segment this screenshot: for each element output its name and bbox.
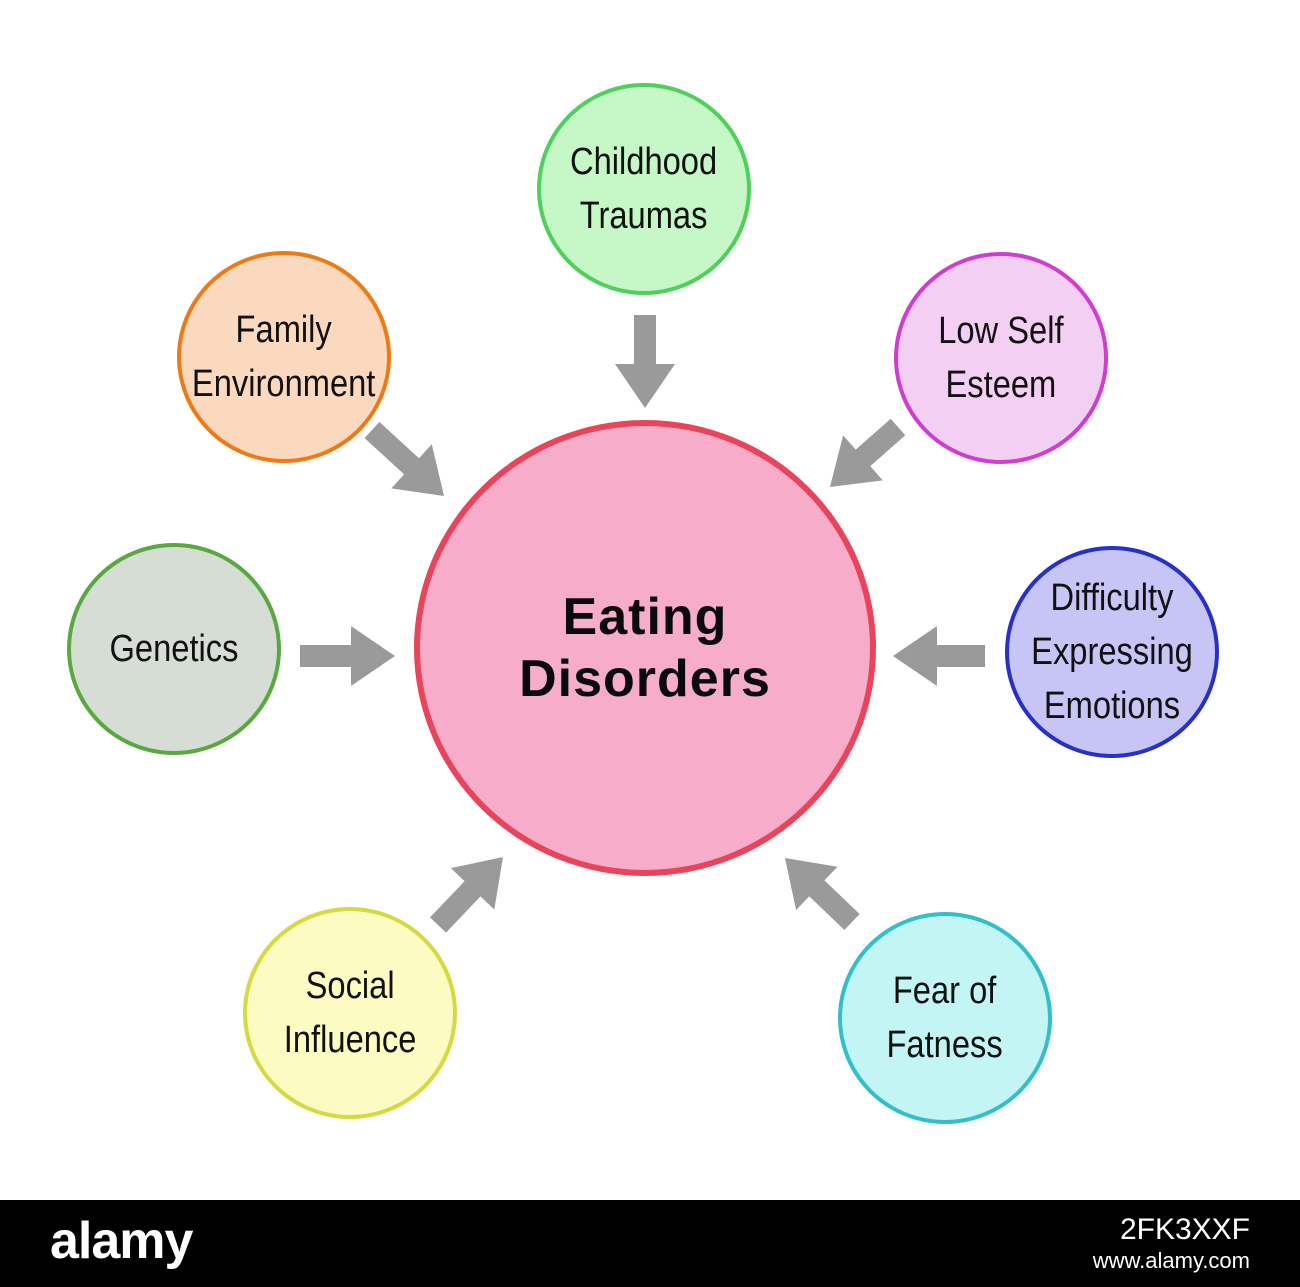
arrow-genetics-to-center bbox=[300, 626, 395, 686]
watermark-url: www.alamy.com bbox=[1092, 1248, 1250, 1273]
factor-node-fear-of-fatness: Fear of Fatness bbox=[838, 912, 1052, 1124]
factor-node-social-influence: Social Influence bbox=[243, 907, 457, 1119]
factor-label: Difficulty Expressing Emotions bbox=[1031, 577, 1193, 727]
center-node-eating-disorders: Eating Disorders bbox=[414, 420, 876, 876]
factor-label: Fear of Fatness bbox=[886, 970, 1004, 1066]
arrow-childhood-traumas-to-center bbox=[615, 315, 675, 408]
factor-node-difficulty-expressing-emotions: Difficulty Expressing Emotions bbox=[1005, 546, 1219, 758]
arrow-fear-of-fatness-to-center bbox=[785, 858, 860, 930]
factor-label: Social Influence bbox=[283, 965, 417, 1061]
factor-node-genetics: Genetics bbox=[67, 543, 281, 755]
arrow-low-self-esteem-to-center bbox=[830, 418, 906, 487]
center-node-label: Eating Disorders bbox=[519, 588, 771, 708]
factor-node-childhood-traumas: Childhood Traumas bbox=[537, 83, 751, 295]
factor-node-family-environment: Family Environment bbox=[177, 251, 391, 463]
factor-label: Family Environment bbox=[192, 309, 376, 405]
diagram-stage: Eating Disorders Childhood Traumas Low S… bbox=[67, 83, 1219, 1124]
image-id: 2FK3XXF bbox=[1119, 1213, 1250, 1246]
arrow-social-influence-to-center bbox=[430, 857, 503, 933]
alamy-logo: alamy bbox=[50, 1212, 193, 1270]
factor-label: Childhood Traumas bbox=[570, 141, 718, 237]
factor-label: Low Self Esteem bbox=[938, 310, 1064, 406]
arrow-family-environment-to-center bbox=[364, 421, 444, 496]
watermark-bar: alamy 2FK3XXF www.alamy.com bbox=[0, 1200, 1300, 1287]
arrows-layer bbox=[300, 315, 985, 933]
factor-label: Genetics bbox=[109, 628, 239, 670]
arrow-difficulty-expressing-emotions-to-center bbox=[893, 626, 985, 686]
factor-node-low-self-esteem: Low Self Esteem bbox=[894, 252, 1108, 464]
